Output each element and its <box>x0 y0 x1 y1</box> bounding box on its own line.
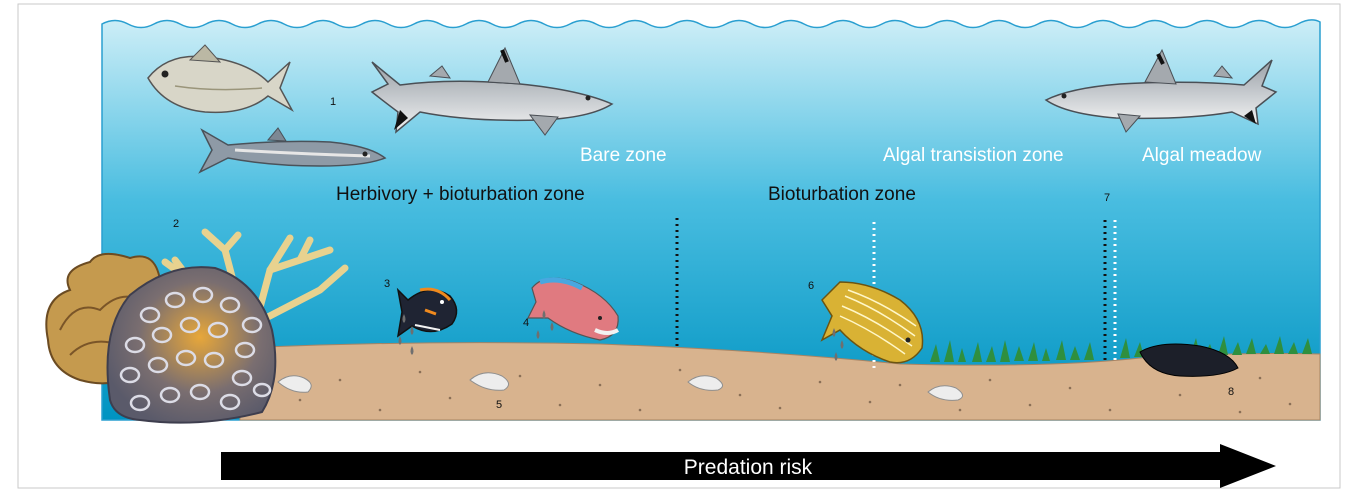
label-algal-meadow: Algal meadow <box>1142 145 1262 166</box>
label-bare-zone: Bare zone <box>580 145 667 166</box>
arrow-label: Predation risk <box>684 456 813 479</box>
label-bioturbation-zone: Bioturbation zone <box>768 184 916 205</box>
marker-2: 2 <box>173 218 179 230</box>
marker-6: 6 <box>808 280 814 292</box>
predation-risk-arrow: Predation risk <box>221 444 1276 488</box>
marker-3: 3 <box>384 278 390 290</box>
marker-8: 8 <box>1228 386 1234 398</box>
marker-4: 4 <box>523 317 529 329</box>
marker-1: 1 <box>330 96 336 108</box>
label-herbivory-bioturbation-zone: Herbivory + bioturbation zone <box>336 184 585 205</box>
label-algal-transition-zone: Algal transistion zone <box>883 145 1064 166</box>
marker-5: 5 <box>496 399 502 411</box>
marker-7: 7 <box>1104 192 1110 204</box>
